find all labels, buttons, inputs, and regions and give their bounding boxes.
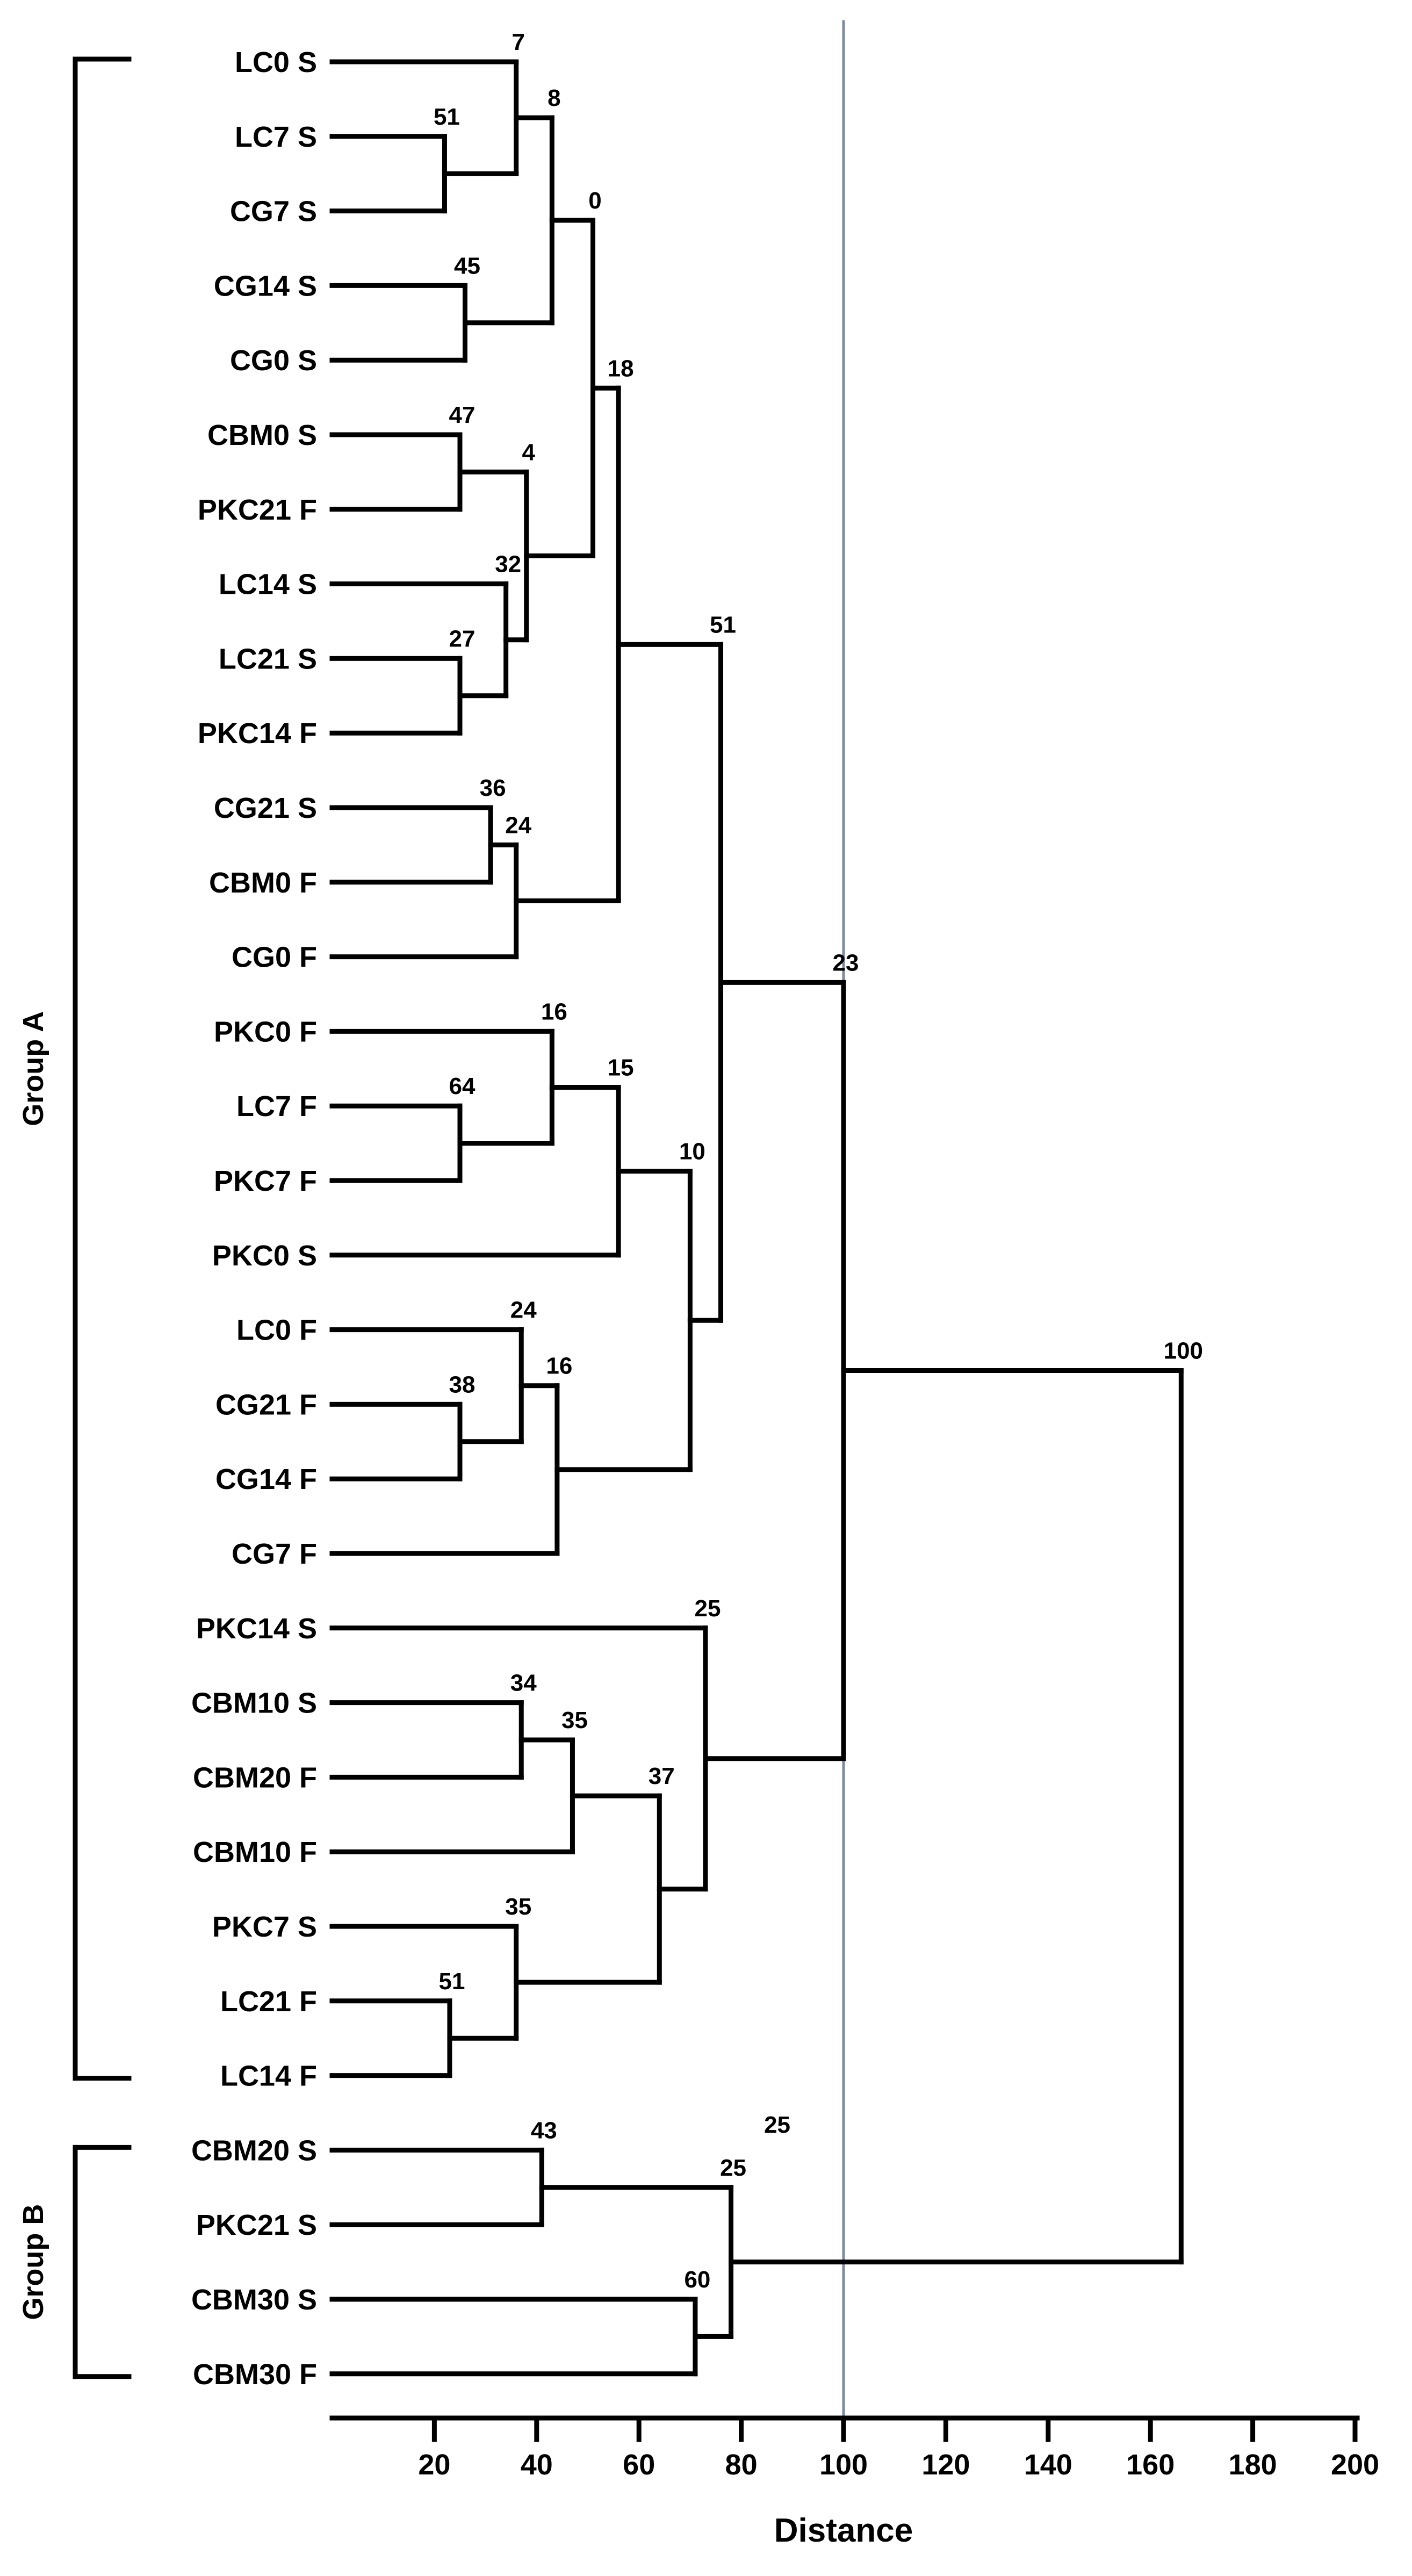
leaf-label: PKC21 S <box>196 2209 317 2241</box>
support-value-n21: 34 <box>510 1670 537 1696</box>
leaf-label: LC0 F <box>236 1314 317 1347</box>
support-value-n22: 35 <box>561 1707 588 1733</box>
support-value-n25: 37 <box>649 1763 675 1789</box>
x-tick-label: 140 <box>1024 2449 1072 2481</box>
support-value-n16: 38 <box>449 1371 476 1398</box>
support-value-n4: 8 <box>547 85 560 111</box>
leaf-label: CG21 F <box>215 1388 317 1421</box>
group-label-1: Group B <box>17 2204 49 2320</box>
leaf-label: LC7 S <box>235 121 317 153</box>
x-tick-label: 180 <box>1229 2449 1277 2481</box>
support-value-n26: 25 <box>694 1595 721 1622</box>
leaf-label: CBM0 F <box>209 867 317 899</box>
leaf-label: LC7 F <box>236 1090 317 1122</box>
leaf-label: CG7 S <box>230 196 317 228</box>
leaf-label: PKC0 S <box>212 1240 317 1272</box>
x-tick-label: 160 <box>1126 2449 1175 2481</box>
leaf-label: CBM10 S <box>191 1687 317 1719</box>
support-value-n20: 51 <box>710 611 736 638</box>
leaf-label: LC14 S <box>219 569 317 601</box>
group-label-0: Group A <box>17 1011 49 1126</box>
leaf-label: LC0 S <box>235 46 317 78</box>
x-tick-label: 100 <box>819 2449 868 2481</box>
support-value-n19: 10 <box>679 1139 705 1165</box>
leaf-label: CG0 S <box>230 344 317 377</box>
support-value-n28: 43 <box>531 2117 557 2143</box>
support-value-n23: 51 <box>438 1968 465 1995</box>
x-tick-label: 80 <box>725 2449 758 2481</box>
support-value-n9: 0 <box>588 188 601 214</box>
x-tick-label: 120 <box>921 2449 970 2481</box>
leaf-label: PKC7 S <box>212 1911 317 1943</box>
leaf-label: CG14 F <box>215 1463 317 1495</box>
support-value-n2: 7 <box>512 29 524 55</box>
leaf-label: CBM10 F <box>193 1836 317 1868</box>
extra-support-label: 25 <box>764 2112 790 2138</box>
x-tick-label: 200 <box>1331 2449 1379 2481</box>
leaf-label: PKC7 F <box>214 1165 317 1197</box>
support-value-n14: 16 <box>541 998 567 1025</box>
support-value-n1: 51 <box>434 104 460 130</box>
leaf-label: LC21 F <box>220 1985 317 2018</box>
support-value-n30: 25 <box>720 2155 746 2181</box>
x-axis-title: Distance <box>774 2512 913 2549</box>
leaf-label: CG14 S <box>214 270 317 302</box>
support-value-n15: 15 <box>608 1055 634 1081</box>
leaf-label: CG7 F <box>232 1538 317 1570</box>
support-value-n5: 47 <box>449 402 476 428</box>
support-value-n18: 16 <box>546 1353 572 1379</box>
support-value-n7: 32 <box>495 551 521 578</box>
leaf-label: CG21 S <box>214 792 317 824</box>
support-value-n8: 4 <box>522 439 536 465</box>
leaf-label: CBM20 F <box>193 1761 317 1794</box>
support-value-n31: 100 <box>1164 1338 1203 1364</box>
leaf-label: CBM30 S <box>191 2284 317 2316</box>
leaf-label: CBM0 S <box>207 419 317 451</box>
x-tick-label: 40 <box>521 2449 553 2481</box>
leaf-label: LC14 F <box>220 2060 317 2092</box>
x-tick-label: 20 <box>418 2449 450 2481</box>
leaf-label: CG0 F <box>232 941 317 974</box>
support-value-n29: 60 <box>684 2266 710 2293</box>
x-tick-label: 60 <box>623 2449 655 2481</box>
leaf-label: CBM20 S <box>191 2134 317 2167</box>
leaf-label: LC21 S <box>219 643 317 675</box>
support-value-n12: 18 <box>608 355 634 382</box>
support-value-n27: 23 <box>833 949 859 976</box>
support-value-n11: 24 <box>505 812 531 838</box>
leaf-label: PKC14 F <box>198 717 317 750</box>
leaf-label: PKC14 S <box>196 1613 317 1645</box>
support-value-n6: 27 <box>449 625 476 652</box>
support-value-n10: 36 <box>480 775 506 801</box>
support-value-n3: 45 <box>454 253 480 279</box>
leaf-label: CBM30 F <box>193 2358 317 2391</box>
support-value-n24: 35 <box>505 1894 531 1920</box>
support-value-n17: 24 <box>510 1297 537 1323</box>
leaf-label: PKC0 F <box>214 1016 317 1048</box>
leaf-label: PKC21 F <box>198 494 317 526</box>
support-value-n13: 64 <box>449 1073 476 1099</box>
